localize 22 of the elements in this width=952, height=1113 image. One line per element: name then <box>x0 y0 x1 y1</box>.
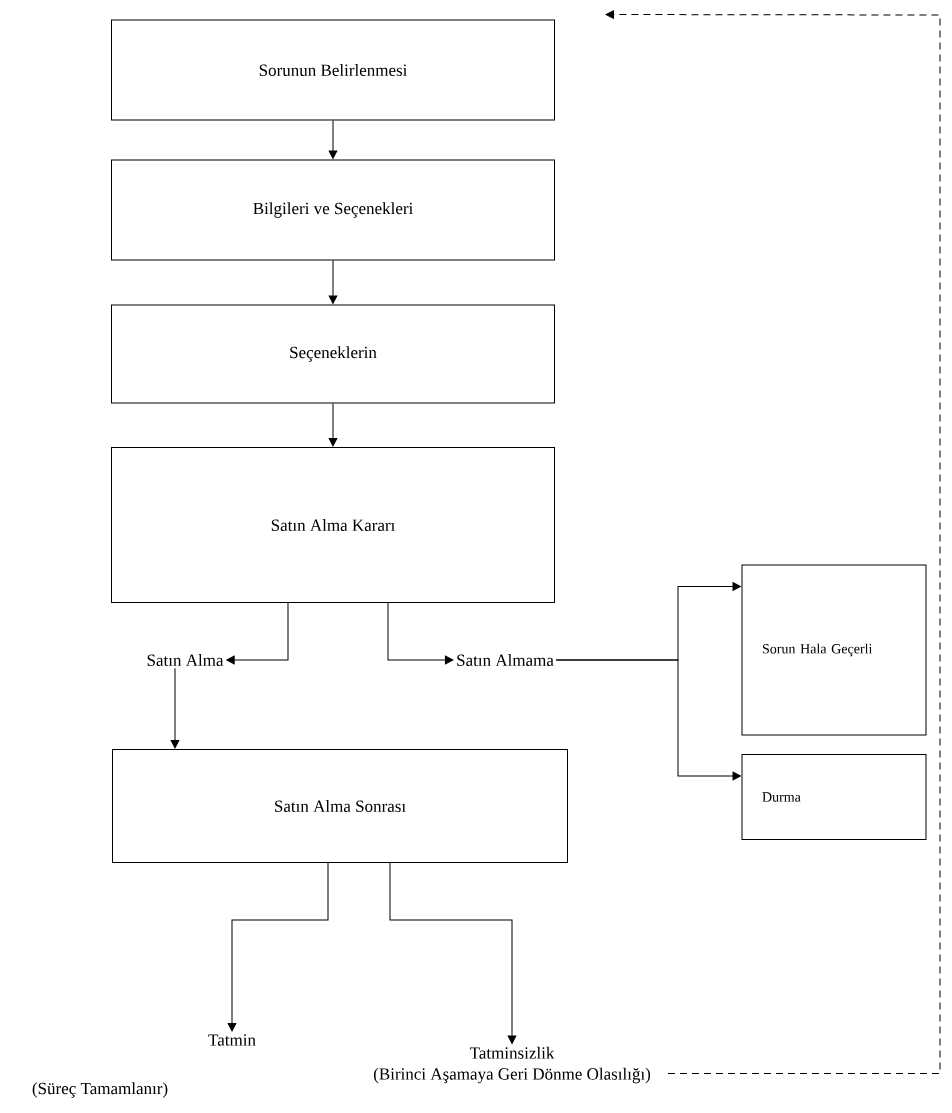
arrow <box>387 602 454 665</box>
outcome-label: Tatmin <box>208 1034 256 1046</box>
arrow <box>605 10 941 1074</box>
process-box: Sorunun Belirlenmesi <box>111 19 555 121</box>
process-box: Satın Alma Kararı <box>111 447 555 603</box>
process-box: Sorun Hala Geçerli <box>741 564 927 736</box>
arrow <box>170 667 180 749</box>
arrow <box>555 659 741 781</box>
process-box: Satın Alma Sonrası <box>112 749 568 863</box>
note-text: (Süreç Tamamlanır) <box>32 1082 168 1098</box>
arrow <box>389 862 517 1044</box>
process-box: Seçeneklerin <box>111 304 555 404</box>
arrow <box>328 120 338 159</box>
arrow <box>328 403 338 447</box>
arrow <box>328 260 338 304</box>
arrow <box>226 602 289 665</box>
outcome-label: Tatminsizlik (Birinci Aşamaya Geri Dönme Olasılığı) <box>373 1046 651 1084</box>
outcome-label: Satın Alma <box>147 654 224 666</box>
process-box: Durma <box>741 754 927 840</box>
process-box: Bilgileri ve Seçenekleri <box>111 159 555 261</box>
outcome-label: Satın Almama <box>457 654 554 666</box>
arrow <box>227 862 329 1032</box>
